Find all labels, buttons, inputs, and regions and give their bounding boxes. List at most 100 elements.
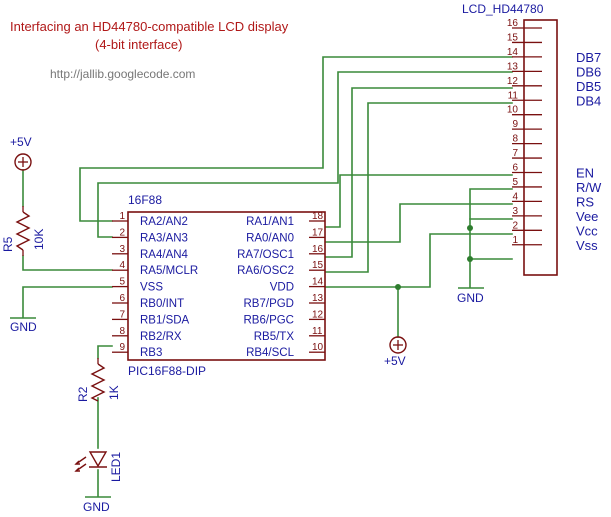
- wire-db6: [97, 71, 513, 238]
- mcu-pin-number: 3: [119, 244, 125, 255]
- lcd-pin-number: 4: [512, 191, 518, 202]
- mcu-pin-name: RA5/MCLR: [140, 265, 198, 277]
- mcu-pin-number: 13: [312, 293, 324, 304]
- mcu-pin-number: 16: [312, 244, 324, 255]
- lcd-signal-label: DB4: [576, 93, 601, 108]
- mcu-pin-name: RB4/SCL: [246, 347, 295, 359]
- lcd-pin-number: 3: [512, 206, 518, 217]
- wire-rb3: [97, 345, 113, 359]
- lcd-pin-number: 16: [507, 18, 519, 29]
- mcu-pin-name: RA7/OSC1: [237, 249, 294, 261]
- wire-rs: [324, 203, 513, 243]
- junction-dot: [395, 284, 401, 290]
- mcu-pin-number: 9: [119, 342, 125, 353]
- junction-dot: [467, 256, 473, 262]
- mcu-pin-number: 6: [119, 293, 125, 304]
- r5-value: 10K: [32, 229, 46, 250]
- lcd-signal-label: DB6: [576, 64, 601, 79]
- mcu-name: 16F88: [128, 193, 162, 207]
- resistor-r2: [90, 358, 106, 402]
- lcd-pin-number: 13: [507, 61, 519, 72]
- diagram-title: Interfacing an HD44780-compatible LCD di…: [10, 19, 289, 34]
- mcu-pin-name: RB2/RX: [140, 331, 182, 343]
- source-url: http://jallib.googlecode.com: [50, 67, 195, 81]
- vcc-symbol-left: [14, 153, 32, 171]
- mcu-pin-number: 7: [119, 309, 125, 320]
- mcu-pin-name: VSS: [140, 282, 163, 294]
- led-icon: [74, 451, 108, 472]
- r5-name: R5: [1, 236, 15, 252]
- gnd-label-led: GND: [83, 500, 110, 514]
- lcd-pin-number: 7: [512, 148, 518, 159]
- r2-name: R2: [76, 386, 90, 402]
- mcu-pin-number: 1: [119, 211, 125, 222]
- mcu-pin-number: 8: [119, 326, 125, 337]
- mcu-pin-name: RA0/AN0: [246, 232, 294, 244]
- mcu-pin-name: RA3/AN3: [140, 232, 188, 244]
- wire-en: [324, 174, 513, 228]
- lcd-name: LCD_HD44780: [462, 2, 544, 16]
- lcd-signal-label: Vss: [576, 238, 598, 253]
- lcd-pin-number: 14: [507, 47, 519, 58]
- lcd-pin-number: 9: [512, 119, 518, 130]
- wire-db4: [324, 102, 513, 273]
- mcu-pin-name: RA6/OSC2: [237, 265, 294, 277]
- wire-vcc: [324, 233, 513, 288]
- lcd-signal-label: RS: [576, 194, 594, 209]
- lcd-signal-label: EN: [576, 166, 594, 181]
- mcu-pin-name: RA2/AN2: [140, 216, 188, 228]
- mcu-pin-name: RA4/AN4: [140, 249, 189, 261]
- vplus-label-left: +5V: [10, 135, 32, 149]
- junction-dot: [467, 225, 473, 231]
- lcd-signal-label: Vee: [576, 209, 598, 224]
- wire-r5-mclr: [22, 255, 113, 271]
- mcu-pin-number: 11: [312, 326, 323, 337]
- gnd-label-lcd: GND: [457, 291, 484, 305]
- lcd-signal-label: Vcc: [576, 223, 598, 238]
- lcd-pin-number: 5: [512, 177, 518, 188]
- mcu-pin-name: RB6/PGC: [244, 314, 295, 326]
- mcu-pin-name: RB1/SDA: [140, 314, 190, 326]
- mcu-pin-number: 18: [312, 211, 324, 222]
- lcd-pin-number: 1: [512, 235, 518, 246]
- vcc-symbol-mid: [389, 336, 407, 354]
- lcd-signal-label: R/W: [576, 180, 602, 195]
- mcu-package: PIC16F88-DIP: [128, 364, 206, 378]
- wire-db5: [324, 87, 513, 258]
- mcu-pin-name: RB5/TX: [254, 331, 295, 343]
- diagram-subtitle: (4-bit interface): [95, 37, 182, 52]
- mcu-pin-name: VDD: [270, 282, 294, 294]
- mcu-pin-number: 17: [312, 227, 324, 238]
- mcu-pin-name: RB3: [140, 347, 162, 359]
- lcd-pin-number: 10: [507, 105, 519, 116]
- lcd-signal-label: DB5: [576, 79, 601, 94]
- mcu-pin-number: 5: [119, 277, 125, 288]
- mcu-pin-name: RB7/PGD: [244, 298, 295, 310]
- led-name: LED1: [109, 452, 123, 482]
- wire-db7: [79, 56, 513, 222]
- wire-vss-gnd: [22, 286, 113, 318]
- r2-value: 1K: [107, 385, 121, 400]
- mcu-pin-name: RB0/INT: [140, 298, 184, 310]
- lcd-pin-number: 2: [512, 220, 518, 231]
- mcu-pin-name: RA1/AN1: [246, 216, 294, 228]
- lcd-pin-number: 8: [512, 134, 518, 145]
- wires: [22, 56, 513, 497]
- mcu-pin-number: 4: [119, 260, 125, 271]
- resistor-r5: [15, 206, 31, 256]
- mcu-pin-number: 15: [312, 260, 324, 271]
- lcd-pin-number: 15: [507, 32, 519, 43]
- mcu-pin-number: 2: [119, 227, 125, 238]
- wire-rw: [469, 188, 513, 288]
- lcd-pin-number: 12: [507, 76, 519, 87]
- lcd-pin-number: 6: [512, 163, 518, 174]
- mcu-pin-number: 10: [312, 342, 324, 353]
- lcd-pin-number: 11: [508, 90, 519, 101]
- gnd-label-left: GND: [10, 320, 37, 334]
- mcu-pin-number: 14: [312, 277, 324, 288]
- vplus-label-mid: +5V: [384, 354, 406, 368]
- mcu-pin-number: 12: [312, 309, 324, 320]
